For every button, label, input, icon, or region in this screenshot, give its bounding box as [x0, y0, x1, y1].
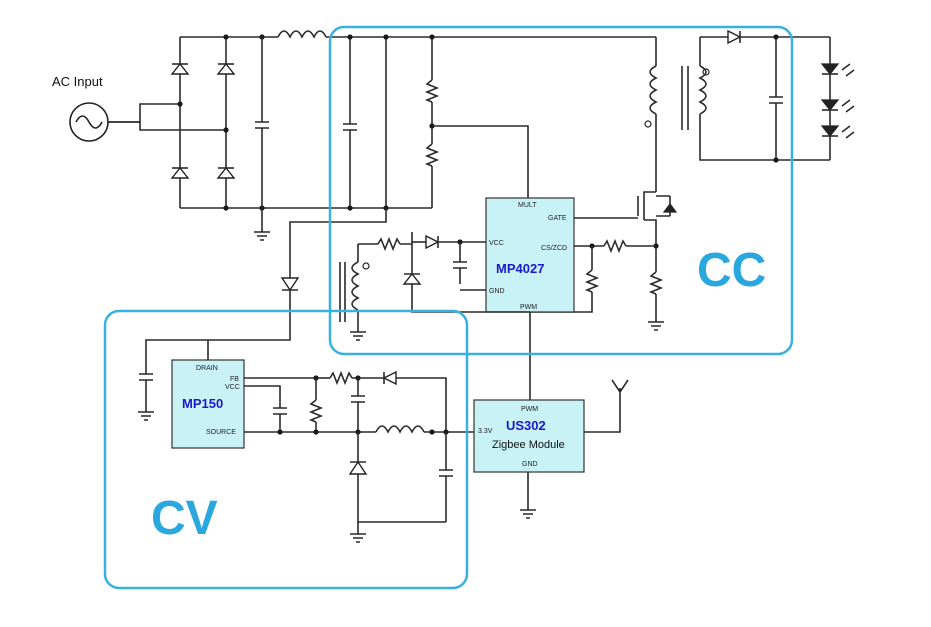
output-capacitor	[769, 34, 783, 163]
antenna-icon	[584, 379, 629, 433]
aux-winding	[339, 252, 370, 341]
ac-input-label: AC Input	[52, 74, 103, 89]
mp150-feedback-network	[244, 370, 447, 435]
mp4027-pin-mult: MULT	[518, 202, 537, 209]
cv-output-inductor	[355, 425, 474, 435]
mp4027-chip: MULT GATE VCC CS/ZCD MP4027 GND PWM	[485, 197, 575, 313]
cc-label: CC	[697, 244, 766, 297]
current-sense-resistor	[648, 240, 664, 331]
mp150-input-capacitor	[138, 373, 154, 421]
mult-divider	[424, 34, 529, 208]
freewheel-diode	[348, 432, 446, 543]
mp4027-name: MP4027	[496, 261, 544, 276]
cv-label: CV	[151, 492, 218, 545]
us302-pin-gnd: GND	[522, 461, 538, 468]
cc-region	[328, 25, 794, 356]
mp4027-pin-pwm: PWM	[520, 304, 537, 311]
cv-region	[103, 309, 469, 590]
flyback-transformer	[644, 37, 830, 192]
mp150-pin-vcc: VCC	[225, 384, 240, 391]
mp4027-pin-vcc: VCC	[489, 240, 504, 247]
us302-pin-pwm: PWM	[521, 406, 538, 413]
cv-feed-diode	[145, 277, 300, 374]
input-capacitor	[255, 37, 269, 208]
mp150-name: MP150	[182, 396, 223, 411]
ac-source-symbol	[69, 102, 226, 142]
led-string	[820, 37, 855, 160]
output-diode	[700, 29, 830, 45]
mp4027-pin-gnd: GND	[489, 288, 505, 295]
mp150-pin-source: SOURCE	[206, 429, 236, 436]
cv-output-capacitor	[439, 432, 453, 522]
input-inductor	[277, 30, 327, 39]
mp4027-pin-cs-zcd: CS/ZCD	[541, 245, 567, 252]
us302-pin-3v3: 3.3V	[478, 428, 493, 435]
bridge-rectifier	[170, 37, 236, 208]
mp4027-vcc-supply	[357, 232, 531, 400]
mp150-pin-fb: FB	[230, 376, 239, 383]
bulk-capacitor	[343, 37, 357, 208]
ground-symbol	[254, 208, 270, 241]
mp4027-pin-gate: GATE	[548, 215, 567, 222]
mosfet	[574, 191, 678, 240]
us302-module: PWM 3.3V US302 Zigbee Module GND	[473, 399, 585, 519]
us302-subtitle: Zigbee Module	[492, 439, 565, 451]
cv-feed-wire	[289, 208, 387, 286]
mp150-pin-drain: DRAIN	[196, 365, 218, 372]
us302-name: US302	[506, 418, 546, 433]
mp150-chip: DRAIN FB VCC MP150 SOURCE	[171, 359, 245, 449]
